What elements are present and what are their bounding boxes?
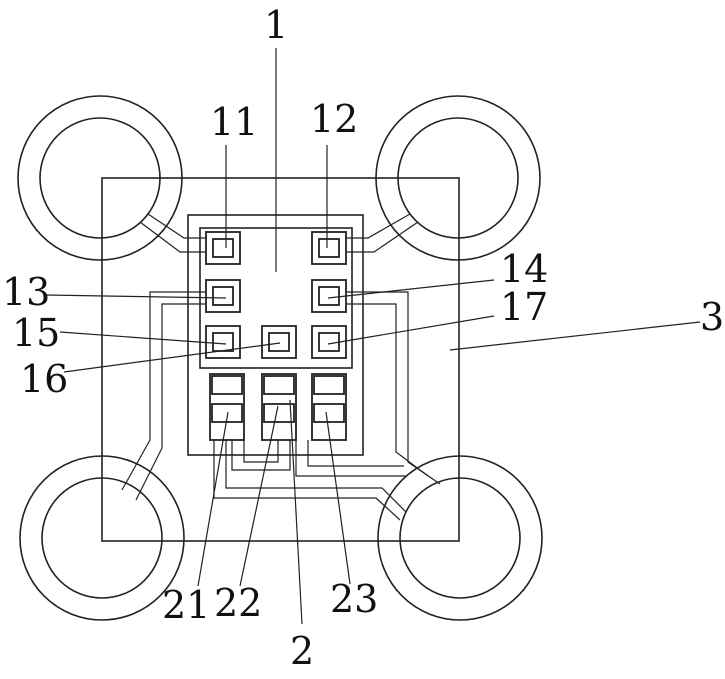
label-1: 1	[264, 3, 288, 47]
label-21: 21	[162, 583, 210, 627]
ring-top-right	[375, 95, 541, 261]
leader-17	[327, 315, 495, 345]
ring-bottom-right	[377, 455, 543, 621]
leader-3	[449, 321, 701, 351]
ring-top-left	[17, 95, 183, 261]
leader-2	[289, 399, 303, 625]
label-22: 22	[214, 581, 262, 625]
leader-23	[325, 411, 351, 585]
label-12: 12	[310, 97, 358, 141]
leader-21	[197, 411, 229, 587]
substrate-3	[101, 177, 460, 542]
label-2: 2	[290, 629, 314, 673]
trace-pad12-to-ring	[346, 213, 419, 253]
trace-pad14-to-ring	[346, 291, 441, 485]
label-11: 11	[210, 100, 258, 144]
trace-pad13-to-ring	[121, 291, 206, 501]
leader-13	[45, 294, 227, 299]
label-13: 13	[2, 270, 50, 314]
component-23	[311, 373, 347, 441]
pad-16	[261, 325, 297, 359]
leader-lines	[45, 48, 701, 625]
label-17: 17	[500, 285, 548, 329]
label-3: 3	[700, 295, 724, 339]
pad-12	[311, 231, 347, 265]
trace-pad11-to-ring	[139, 213, 206, 253]
label-23: 23	[330, 577, 378, 621]
trace-bottom-loops	[213, 440, 407, 521]
pad-15	[205, 325, 241, 359]
label-16: 16	[20, 357, 68, 401]
component-21	[209, 373, 245, 441]
leader-16	[63, 342, 281, 373]
label-14: 14	[500, 247, 548, 291]
pad-11	[205, 231, 241, 265]
ring-bottom-left	[19, 455, 185, 621]
leader-22	[239, 405, 279, 587]
leader-15	[59, 331, 227, 345]
leader-14	[327, 279, 495, 299]
pad-13	[205, 279, 241, 313]
label-15: 15	[12, 311, 60, 355]
